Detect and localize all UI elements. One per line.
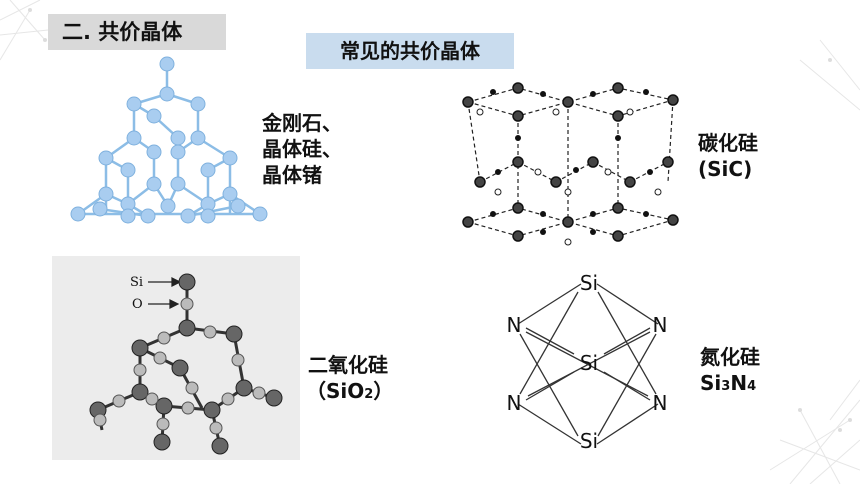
section-heading: 二. 共价晶体 <box>48 14 226 50</box>
silicon-dioxide-name: 二氧化硅 <box>308 353 388 377</box>
sio2-o-label: O <box>132 297 143 312</box>
diamond-structure-figure <box>70 54 272 230</box>
silicon-nitride-figure: Si Si Si N N N N <box>498 266 680 462</box>
silicon-nitride-label: 氮化硅 Si3N4 <box>700 344 760 400</box>
diamond-lattice-illustration <box>70 56 268 224</box>
silicon-dioxide-figure: Si O <box>52 256 300 460</box>
silicon-dioxide-label: 二氧化硅 （SiO2） <box>306 352 393 408</box>
silicon-nitride-structure-diagram: Si Si Si N N N N <box>507 271 668 453</box>
silicon-carbide-formula: (SiC) <box>698 157 753 181</box>
si3n4-bottom-si: Si <box>580 429 598 453</box>
silicon-dioxide-formula: （SiO2） <box>306 379 394 403</box>
diamond-label-line-1: 金刚石、 <box>262 111 342 135</box>
silicon-dioxide-lattice-illustration: Si O <box>89 273 283 455</box>
si3n4-n-top-left: N <box>507 313 522 337</box>
silicon-nitride-formula: Si3N4 <box>700 371 757 395</box>
silicon-carbide-label: 碳化硅 (SiC) <box>698 130 758 182</box>
diamond-label-line-3: 晶体锗 <box>262 163 322 187</box>
si3n4-top-si: Si <box>580 271 598 295</box>
diamond-label: 金刚石、 晶体硅、 晶体锗 <box>262 110 342 188</box>
silicon-carbide-figure <box>458 72 690 256</box>
sio2-si-label: Si <box>130 275 143 290</box>
diamond-label-line-2: 晶体硅、 <box>262 137 342 161</box>
si3n4-n-top-right: N <box>653 313 668 337</box>
si3n4-n-bottom-left: N <box>507 391 522 415</box>
si3n4-center-si: Si <box>580 351 598 375</box>
silicon-nitride-name: 氮化硅 <box>700 345 760 369</box>
sio2-label-arrows <box>148 277 182 309</box>
silicon-carbide-name: 碳化硅 <box>698 131 758 155</box>
silicon-carbide-lattice-illustration <box>462 82 679 246</box>
banner-title: 常见的共价晶体 <box>306 33 514 69</box>
si3n4-n-bottom-right: N <box>653 391 668 415</box>
